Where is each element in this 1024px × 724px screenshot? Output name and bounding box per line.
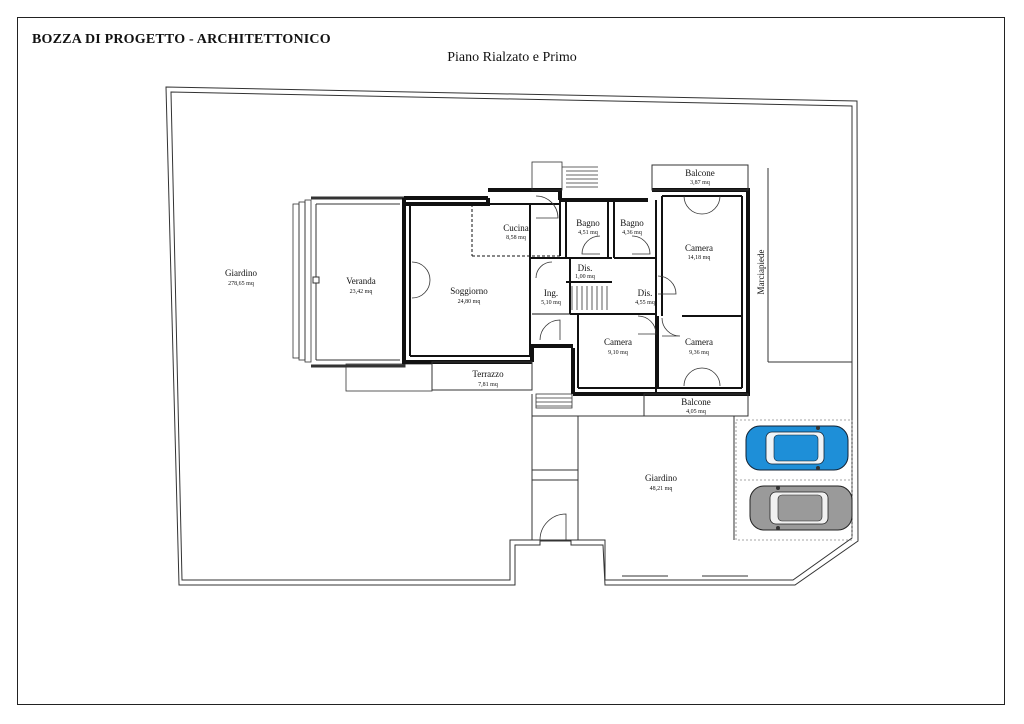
label-cucina: Cucina [503,223,529,233]
car-grey [749,485,853,531]
stairs [531,161,608,409]
area-balcone-bottom: 4,05 mq [686,409,706,415]
label-dis-1: Dis. [578,263,593,273]
room-labels: Giardino 278,65 mq Veranda 23,42 mq Sogg… [225,168,766,492]
area-veranda: 23,42 mq [350,289,373,295]
label-camera-3: Camera [685,337,713,347]
label-terrazzo: Terrazzo [472,369,504,379]
label-balcone-top: Balcone [685,168,715,178]
area-bagno-2: 4,36 mq [622,230,642,236]
exterior-elements [431,164,852,577]
area-soggiorno: 24,80 mq [458,299,481,305]
label-bagno-2: Bagno [620,218,644,228]
area-bagno-1: 4,51 mq [578,230,598,236]
label-giardino-main: Giardino [225,268,257,278]
area-balcone-top: 3,87 mq [690,180,710,186]
area-giardino-main: 278,65 mq [228,281,254,287]
label-bagno-1: Bagno [576,218,600,228]
area-ingresso: 5,10 mq [541,300,561,306]
label-soggiorno: Soggiorno [450,286,488,296]
area-camera-2: 9,10 mq [608,350,628,356]
area-terrazzo: 7,81 mq [478,382,498,388]
label-marciapiede: Marciapiede [756,250,766,295]
area-cucina: 8,58 mq [506,235,526,241]
doors [411,195,721,541]
interior-walls [409,195,743,394]
parking-area [735,419,853,541]
sheet-subtitle: Piano Rialzato e Primo [447,50,577,65]
label-camera-2: Camera [604,337,632,347]
sheet-title: BOZZA DI PROGETTO - ARCHITETTONICO [32,32,331,47]
label-dis-2: Dis. [638,288,653,298]
label-balcone-bottom: Balcone [681,397,711,407]
label-giardino-small: Giardino [645,473,677,483]
drawing-frame [17,17,1005,705]
area-dis-2: 4,55 mq [635,300,655,306]
area-giardino-small: 48,21 mq [650,486,673,492]
label-camera-1: Camera [685,243,713,253]
lot-boundary [165,86,859,586]
area-dis-1: 1,00 mq [575,274,595,280]
area-camera-1: 14,18 mq [688,255,711,261]
label-ingresso: Ing. [544,288,558,298]
label-veranda: Veranda [346,276,375,286]
car-blue [745,425,849,471]
area-camera-3: 9,36 mq [689,350,709,356]
